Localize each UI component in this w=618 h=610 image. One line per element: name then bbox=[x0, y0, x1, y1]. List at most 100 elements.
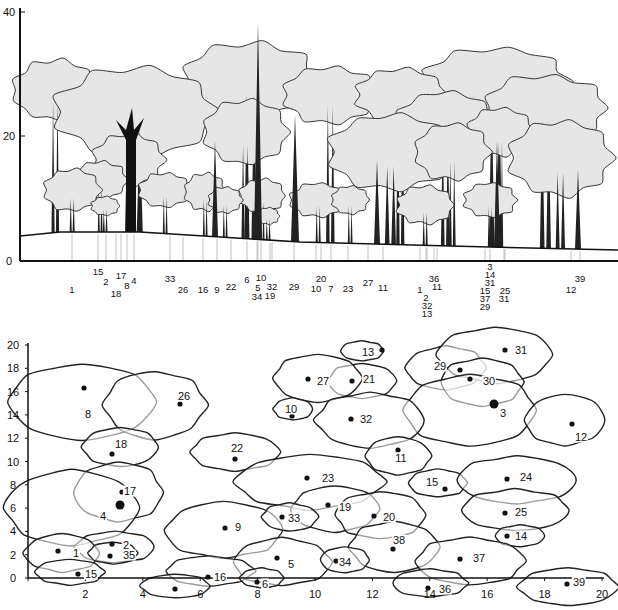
tree-number: 11 bbox=[432, 282, 442, 292]
tree-number: 11 bbox=[394, 453, 407, 464]
tree-number: 32 bbox=[359, 414, 373, 425]
leader-line bbox=[257, 241, 258, 260]
leader-line bbox=[121, 234, 122, 260]
tree-trunk bbox=[351, 205, 353, 243]
stem-position bbox=[442, 486, 447, 491]
axis-tick bbox=[25, 368, 28, 369]
axis-tick-label: 18 bbox=[7, 363, 19, 374]
tree-trunk bbox=[269, 219, 271, 240]
tree-trunk bbox=[494, 140, 500, 247]
tree-number: 9 bbox=[214, 285, 219, 295]
axis-tick-label: 0 bbox=[6, 256, 12, 267]
tree-trunk bbox=[166, 196, 168, 233]
tree-number: 15 bbox=[425, 477, 439, 488]
tree-trunk bbox=[223, 205, 225, 237]
leader-line bbox=[170, 236, 171, 260]
crown-outline bbox=[81, 427, 158, 466]
tree-trunk bbox=[561, 172, 565, 249]
tree-number: 10 bbox=[284, 404, 298, 415]
leader-line bbox=[231, 240, 232, 260]
tree-number: 13 bbox=[422, 309, 433, 319]
axis-tick-label: 40 bbox=[3, 7, 15, 18]
leader-line bbox=[272, 242, 273, 260]
stem-position bbox=[205, 574, 210, 579]
tree-trunk bbox=[423, 212, 425, 245]
leader-line bbox=[203, 238, 204, 260]
axis-tick bbox=[25, 554, 28, 555]
tree-trunk bbox=[206, 199, 208, 236]
leader-line bbox=[437, 248, 438, 260]
tree-number: 33 bbox=[165, 274, 176, 284]
tree-trunk bbox=[266, 219, 268, 240]
crown-outline bbox=[517, 568, 618, 606]
crown-outline bbox=[261, 503, 319, 531]
y-axis bbox=[19, 8, 21, 261]
tree-crown bbox=[463, 183, 518, 218]
tree-number: 3 bbox=[499, 408, 507, 419]
tree-number: 39 bbox=[575, 274, 586, 284]
tree-trunk bbox=[391, 166, 396, 244]
leader-line bbox=[316, 244, 317, 260]
leader-line bbox=[321, 245, 322, 260]
tree-number: 24 bbox=[519, 472, 533, 483]
axis-tick-label: 12 bbox=[7, 433, 19, 444]
crown-outline bbox=[320, 547, 369, 573]
tree-number: 8 bbox=[84, 409, 92, 420]
axis-tick bbox=[315, 578, 316, 581]
tree-number: 23 bbox=[343, 284, 354, 294]
tree-crown bbox=[415, 123, 492, 181]
tree-number: 26 bbox=[177, 391, 191, 402]
tree-number: 1 bbox=[417, 285, 422, 295]
tree-number: 19 bbox=[265, 291, 276, 301]
axis-tick bbox=[25, 484, 28, 485]
leader-line bbox=[134, 234, 135, 260]
tree-number: 34 bbox=[338, 557, 352, 568]
tree-number: 11 bbox=[378, 283, 388, 293]
tree-crown bbox=[91, 196, 120, 216]
ground-line bbox=[20, 232, 618, 250]
leader-line bbox=[383, 246, 384, 260]
tree-number: 39 bbox=[572, 577, 586, 588]
leader-line bbox=[580, 251, 581, 260]
axis-tick bbox=[142, 578, 143, 581]
leader-line bbox=[420, 247, 421, 260]
tree-number: 10 bbox=[256, 273, 267, 283]
leader-line bbox=[127, 234, 128, 260]
tree-number: 18 bbox=[114, 439, 128, 450]
stem-position bbox=[279, 514, 284, 519]
x-axis bbox=[28, 577, 604, 579]
tree-trunk bbox=[331, 106, 335, 243]
crown-outline bbox=[273, 354, 363, 402]
axis-tick-label: 0 bbox=[10, 573, 16, 584]
stem-position bbox=[379, 347, 384, 352]
tree-number: 20 bbox=[316, 274, 327, 284]
tree-number: 4 bbox=[131, 276, 136, 286]
tree-trunk bbox=[319, 206, 321, 242]
stem-position bbox=[457, 367, 462, 372]
leader-line bbox=[183, 237, 184, 260]
tree-number: 33 bbox=[287, 513, 301, 524]
y-axis bbox=[27, 343, 29, 578]
tree-number: 30 bbox=[482, 376, 496, 387]
crown-outline bbox=[341, 341, 384, 361]
leader-line bbox=[116, 234, 117, 260]
tree-number: 20 bbox=[382, 512, 396, 523]
crown-outline bbox=[273, 398, 313, 420]
leader-line bbox=[247, 241, 248, 260]
crown-outline bbox=[524, 394, 605, 446]
tree-number: 7 bbox=[328, 284, 333, 294]
stem-position bbox=[81, 385, 86, 390]
axis-tick-label: 4 bbox=[10, 526, 16, 537]
stem-position bbox=[109, 541, 114, 546]
tree-number: 16 bbox=[198, 285, 209, 295]
tree-number: 16 bbox=[213, 572, 227, 583]
axis-tick-label: 14 bbox=[7, 409, 19, 420]
stem-position bbox=[490, 400, 499, 409]
tree-number: 12 bbox=[566, 285, 577, 295]
leader-line bbox=[270, 242, 271, 260]
stem-position bbox=[232, 456, 237, 461]
leader-line bbox=[427, 247, 428, 260]
tree-number: 38 bbox=[392, 535, 406, 546]
tree-number: 19 bbox=[338, 502, 352, 513]
axis-tick bbox=[487, 578, 488, 581]
